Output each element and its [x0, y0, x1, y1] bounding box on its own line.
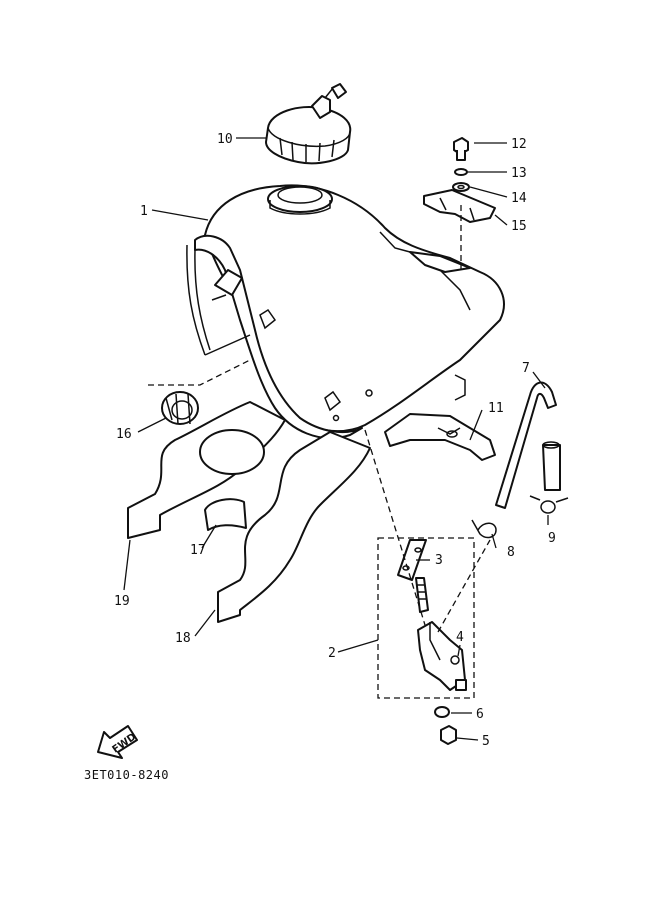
fuel-cap	[265, 83, 352, 165]
hose-clip	[529, 495, 569, 514]
callout-9: 9	[548, 531, 556, 546]
side-cover-left	[127, 401, 286, 539]
bolt	[453, 137, 469, 161]
callout-7: 7	[522, 361, 530, 376]
washer-large	[452, 182, 470, 192]
callout-3: 3	[435, 553, 443, 568]
fuel-hose	[495, 381, 561, 509]
callout-labels: 1 2 3 4 5 6 7 8 9 10 11 12 13 14 15 16 1…	[114, 132, 556, 749]
callout-17: 17	[190, 543, 206, 558]
callout-11: 11	[488, 401, 504, 416]
washer-small	[454, 168, 468, 176]
wire-clip	[471, 519, 497, 539]
callout-15: 15	[511, 219, 527, 234]
leader-lines	[123, 137, 549, 741]
callout-19: 19	[114, 594, 130, 609]
damper-rubber	[161, 391, 199, 425]
rear-damper	[384, 413, 496, 461]
callout-6: 6	[476, 707, 484, 722]
callout-1: 1	[140, 204, 148, 219]
fuel-cock-body	[417, 621, 467, 691]
drawing-code: 3ET010-8240	[84, 768, 169, 782]
callout-18: 18	[175, 631, 191, 646]
callout-10: 10	[217, 132, 233, 147]
cushion	[204, 498, 247, 531]
callout-5: 5	[482, 734, 490, 749]
fwd-arrow-icon: FWD	[97, 725, 138, 759]
fuel-cock-plate	[397, 539, 427, 581]
callout-13: 13	[511, 166, 527, 181]
callout-4: 4	[456, 630, 464, 645]
fuel-cock-box	[377, 537, 475, 699]
mount-bracket	[423, 189, 496, 223]
callout-14: 14	[511, 191, 527, 206]
drain-screw	[440, 725, 457, 745]
o-ring	[434, 706, 450, 718]
callout-12: 12	[511, 137, 527, 152]
callout-16: 16	[116, 427, 132, 442]
callout-8: 8	[507, 545, 515, 560]
fuel-cock-strainer	[415, 577, 429, 613]
fuel-tank	[186, 184, 505, 440]
callout-2: 2	[328, 646, 336, 661]
side-cover-right	[217, 431, 371, 623]
